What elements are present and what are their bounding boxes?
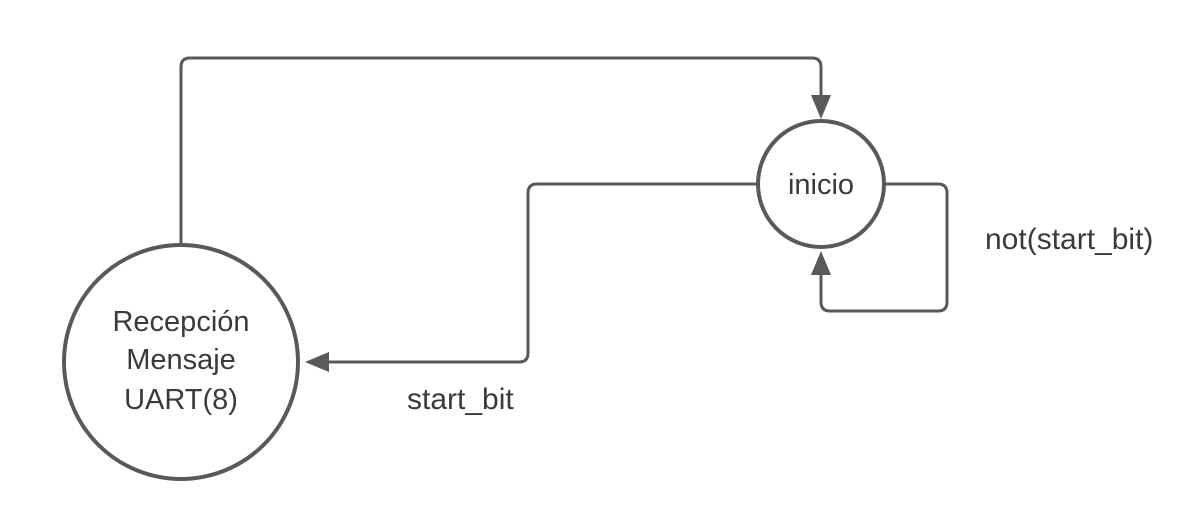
state-recepcion-circle bbox=[62, 243, 300, 481]
state-recepcion-label-line-2: Mensaje bbox=[126, 344, 236, 376]
arrowhead-into-inicio-bottom bbox=[811, 251, 831, 275]
transition-label-start-bit: start_bit bbox=[407, 383, 514, 416]
state-inicio: inicio bbox=[756, 119, 886, 249]
state-recepcion-label-line-1: Recepción bbox=[112, 306, 249, 338]
arrowhead-into-inicio-top bbox=[811, 95, 831, 119]
edge-inicio-to-recepcion bbox=[325, 182, 758, 364]
transition-label-self-loop: not(start_bit) bbox=[985, 223, 1153, 256]
state-inicio-circle bbox=[756, 119, 886, 249]
arrowhead-into-recepcion bbox=[305, 352, 329, 372]
state-recepcion: Recepción Mensaje UART(8) bbox=[62, 243, 300, 481]
edge-recepcion-to-inicio bbox=[179, 56, 823, 246]
edge-inicio-self-loop bbox=[819, 182, 949, 313]
state-inicio-label: inicio bbox=[788, 169, 854, 201]
state-recepcion-label-line-3: UART(8) bbox=[124, 384, 238, 416]
